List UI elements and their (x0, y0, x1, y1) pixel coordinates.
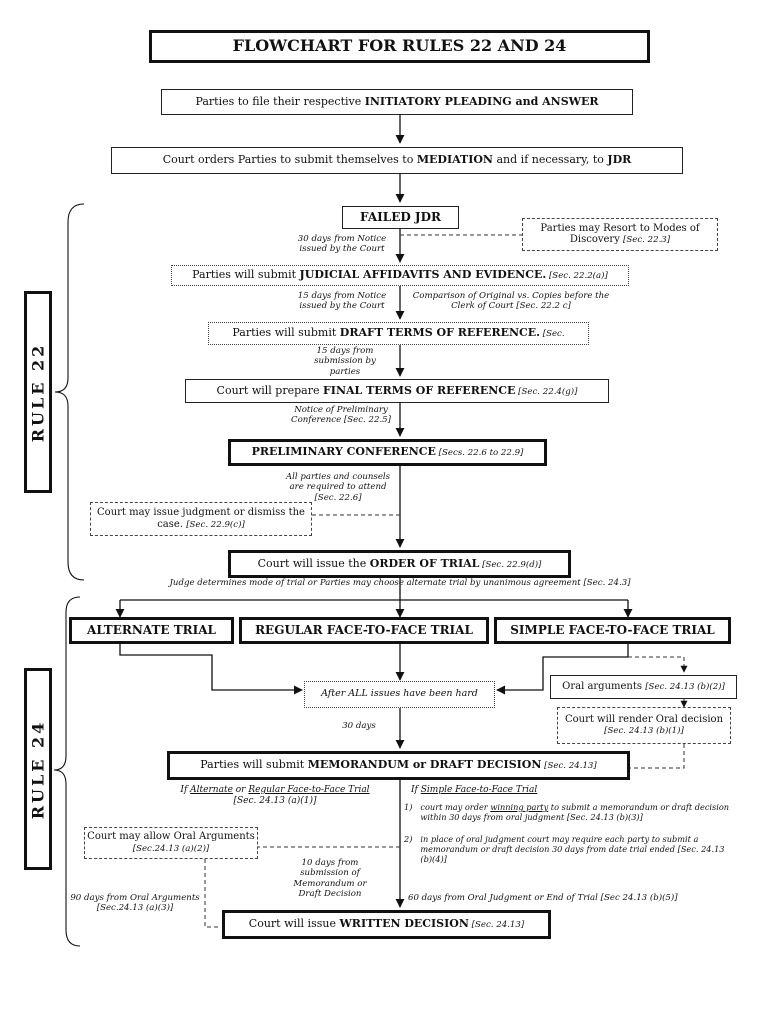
note-all-parties: All parties and counsels are required to… (285, 472, 391, 503)
step-regular-trial: REGULAR FACE-TO-FACE TRIAL (239, 617, 489, 644)
note-15-days-notice: 15 days from Notice issued by the Court (297, 291, 387, 312)
note-15-days-submission: 15 days from submission by parties (314, 346, 376, 377)
dash-simple-oral (628, 656, 688, 673)
note-mode-of-trial: Judge determines mode of trial or Partie… (169, 578, 631, 588)
rule24-text: RULE 24 (28, 719, 48, 819)
dash-allow-written (204, 859, 220, 928)
note-90-days: 90 days from Oral Arguments [Sec.24.13 (… (70, 893, 200, 914)
note-60-days: 60 days from Oral Judgment or End of Tri… (408, 893, 678, 903)
step-draft-tor: Parties will submit DRAFT TERMS OF REFER… (208, 322, 589, 345)
rule24-brace (53, 596, 81, 947)
step-initiatory-pleading: Parties to file their respective INITIAT… (161, 89, 633, 115)
note-comparison: Comparison of Original vs. Copies before… (412, 291, 610, 312)
rule22-brace (54, 203, 85, 581)
note-discovery: Parties may Resort to Modes of Discovery… (522, 218, 718, 251)
note-simple-option-1: 1)court may order winning party to submi… (404, 802, 730, 822)
step-render-oral-decision: Court will render Oral decision [Sec. 24… (557, 707, 731, 744)
step-order-of-trial: Court will issue the ORDER OF TRIAL [Sec… (228, 550, 571, 578)
rule22-text: RULE 22 (28, 342, 48, 442)
note-prelim-notice: Notice of Preliminary Conference [Sec. 2… (291, 405, 391, 426)
note-30-days-notice: 30 days from Notice issued by the Court (297, 234, 387, 255)
note-30-days: 30 days (342, 721, 376, 731)
step-alternate-trial: ALTERNATE TRIAL (69, 617, 234, 644)
note-simple-option-2: 2)in place of oral judgment court may re… (404, 834, 725, 864)
step-preliminary-conference: PRELIMINARY CONFERENCE [Secs. 22.6 to 22… (228, 439, 547, 466)
note-10-days: 10 days from submission of Memorandum or… (293, 858, 367, 899)
note-judgment-dismiss: Court may issue judgment or dismiss the … (90, 502, 312, 536)
step-memorandum: Parties will submit MEMORANDUM or DRAFT … (167, 751, 630, 780)
dash-render-memo (630, 744, 685, 769)
step-mediation: Court orders Parties to submit themselve… (111, 147, 683, 174)
step-simple-trial: SIMPLE FACE-TO-FACE TRIAL (494, 617, 731, 644)
rule22-label: RULE 22 (24, 291, 52, 493)
arrow-alt-afterall (119, 644, 303, 695)
page-title: FLOWCHART FOR RULES 22 AND 24 (149, 30, 650, 63)
step-judicial-affidavits: Parties will submit JUDICIAL AFFIDAVITS … (171, 265, 629, 286)
rule24-label: RULE 24 (24, 668, 52, 870)
arrow-simple-afterall (496, 644, 629, 695)
note-if-simple: If Simple Face-to-Face Trial (411, 785, 538, 795)
step-after-all-issues: After ALL issues have been hard (304, 681, 495, 708)
step-written-decision: Court will issue WRITTEN DECISION [Sec. … (222, 910, 551, 939)
note-may-allow-oral-arguments: Court may allow Oral Arguments [Sec.24.1… (84, 827, 258, 859)
step-oral-arguments: Oral arguments [Sec. 24.13 (b)(2)] (550, 675, 737, 699)
step-final-tor: Court will prepare FINAL TERMS OF REFERE… (185, 379, 609, 403)
note-if-alternate: If Alternate or Regular Face-to-Face Tri… (180, 785, 370, 806)
step-failed-jdr: FAILED JDR (342, 206, 459, 229)
title-text: FLOWCHART FOR RULES 22 AND 24 (232, 36, 567, 56)
